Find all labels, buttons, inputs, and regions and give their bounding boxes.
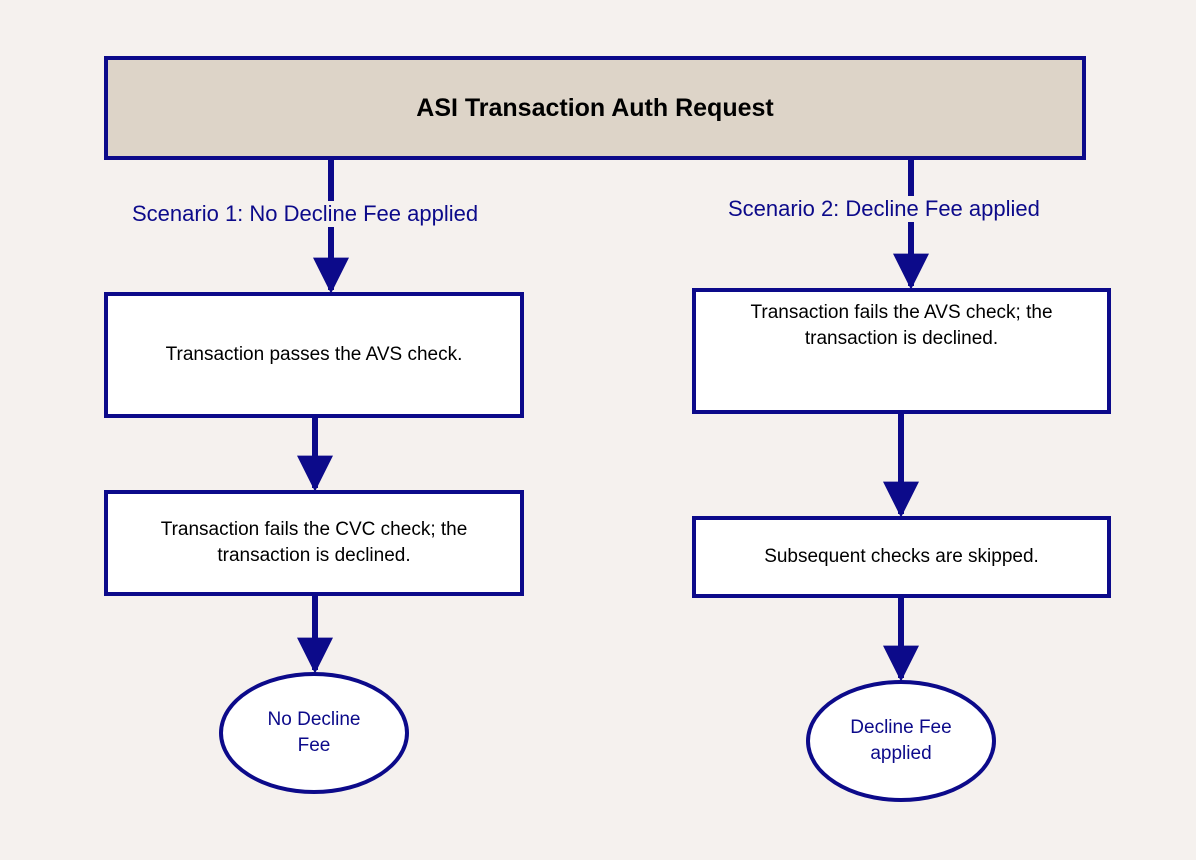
s1-step2-text: Transaction fails the CVC check; the tra… bbox=[160, 519, 468, 566]
s2-step2-box: Subsequent checks are skipped. bbox=[692, 516, 1111, 598]
s1-step1-box: Transaction passes the AVS check. bbox=[104, 292, 524, 418]
s2-outcome-oval: Decline Fee applied bbox=[806, 680, 996, 802]
s1-outcome-text: No Decline Fee bbox=[267, 709, 361, 756]
s2-step1-text: Transaction fails the AVS check; the tra… bbox=[750, 302, 1053, 349]
s1-step1-text: Transaction passes the AVS check. bbox=[165, 344, 463, 365]
auth-request-header: ASI Transaction Auth Request bbox=[104, 56, 1086, 160]
s2-outcome-text: Decline Fee applied bbox=[850, 717, 952, 764]
s1-outcome-oval: No Decline Fee bbox=[219, 672, 409, 794]
scenario2-label: Scenario 2: Decline Fee applied bbox=[724, 196, 1044, 222]
scenario1-label: Scenario 1: No Decline Fee applied bbox=[128, 201, 483, 227]
auth-request-title: ASI Transaction Auth Request bbox=[416, 93, 774, 122]
s2-step2-text: Subsequent checks are skipped. bbox=[764, 546, 1039, 567]
s2-step1-box: Transaction fails the AVS check; the tra… bbox=[692, 288, 1111, 414]
s1-step2-box: Transaction fails the CVC check; the tra… bbox=[104, 490, 524, 596]
